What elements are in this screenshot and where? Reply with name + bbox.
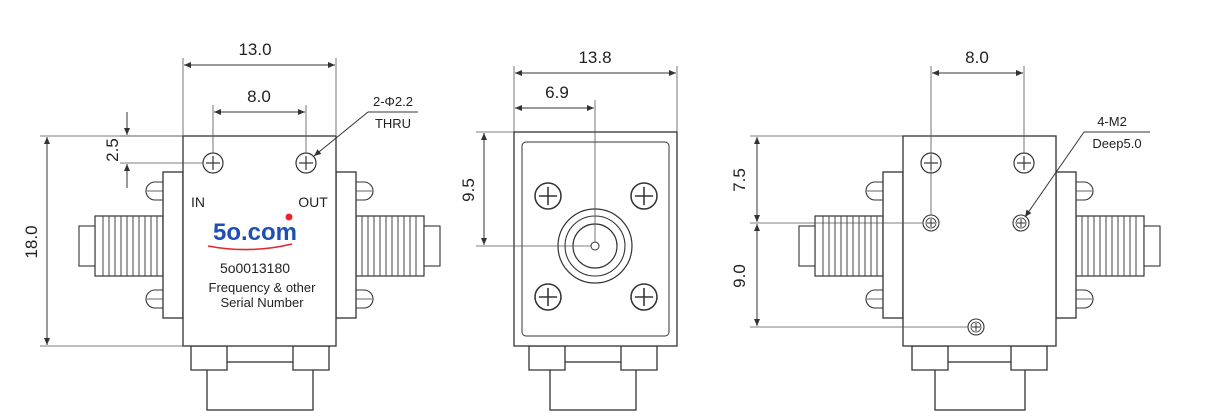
front-mounting-hole-left: [202, 152, 224, 174]
side-view: 13.8 6.9 9.5: [459, 48, 678, 411]
front-view: IN OUT 5o.com 5o0013180 Frequency & othe…: [22, 40, 441, 411]
front-mounting-hole-right: [295, 152, 317, 174]
logo-swoosh: [207, 243, 293, 251]
hole-note-line2: THRU: [375, 116, 411, 131]
front-hole-spacing-dim: 8.0: [247, 87, 271, 106]
hole-note-line1: 2-Φ2.2: [373, 94, 413, 109]
back-view: 8.0 7.5 9.0 4-M2 Deep5.0: [730, 48, 1161, 411]
back-hole-spacing-dim: 8.0: [965, 48, 989, 67]
back-lower-dim: 9.0: [730, 264, 749, 288]
out-label: OUT: [298, 194, 328, 210]
side-height-dim: 9.5: [459, 178, 478, 202]
logo-dot: [285, 213, 293, 221]
model-number: 5o0013180: [220, 260, 290, 276]
thread-note-line1: 4-M2: [1097, 114, 1127, 129]
front-hole-offset-dim: 2.5: [103, 138, 122, 162]
back-upper-dim: 7.5: [730, 168, 749, 192]
side-width-dim: 13.8: [578, 48, 611, 67]
side-center-dim: 6.9: [545, 83, 569, 102]
serial-note-line2: Serial Number: [220, 295, 304, 310]
threaded-hole-3: [967, 318, 985, 336]
brand-logo: 5o.com: [213, 219, 297, 246]
threaded-hole-1: [922, 214, 940, 232]
front-height-dim: 18.0: [22, 225, 41, 258]
threaded-hole-2: [1012, 214, 1030, 232]
front-width-dim: 13.0: [238, 40, 271, 59]
in-label: IN: [191, 194, 205, 210]
serial-note-line1: Frequency & other: [209, 280, 317, 295]
thread-note-line2: Deep5.0: [1092, 136, 1141, 151]
